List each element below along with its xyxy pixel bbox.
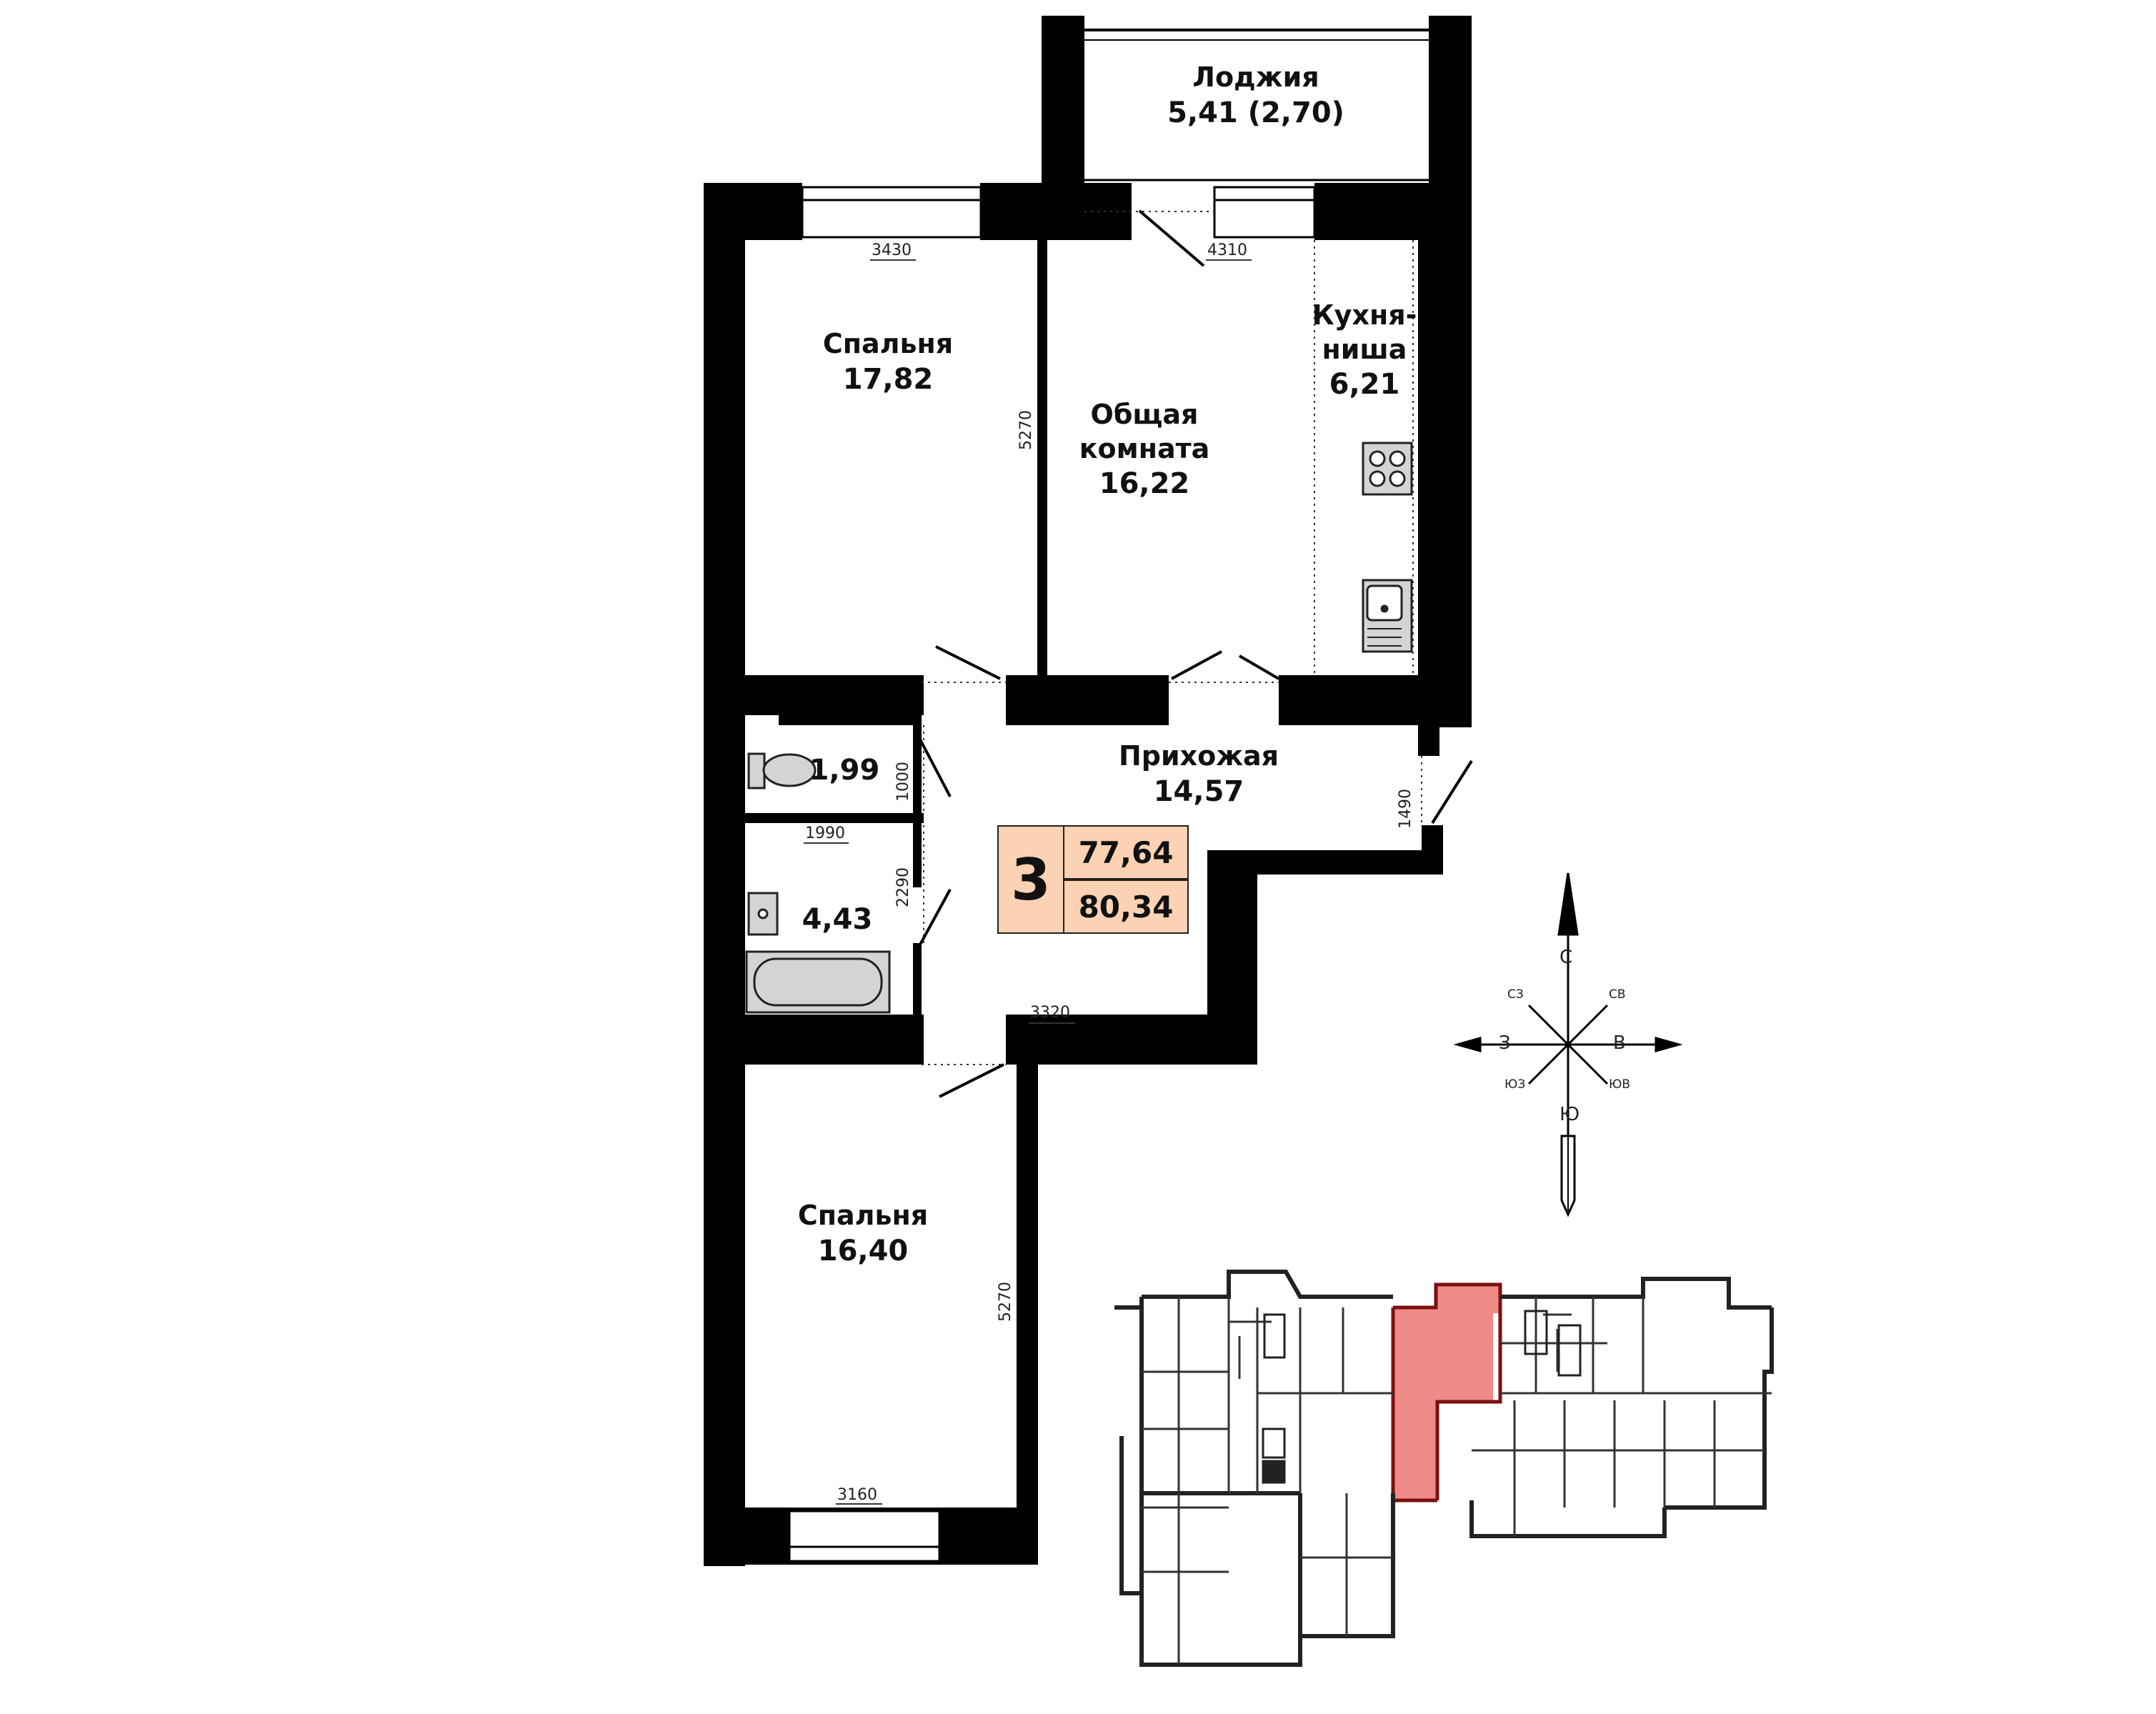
compass-rose <box>1453 872 1683 1217</box>
kitchen-sink-fixture <box>1362 579 1413 653</box>
room-area: 6,21 <box>1329 368 1400 401</box>
compass-sw-label: ЮЗ <box>1504 1077 1526 1092</box>
dim-hall-width: 3320 <box>1030 1004 1070 1022</box>
room-area: 5,41 (2,70) <box>1167 96 1344 129</box>
toilet-fixture <box>747 752 817 789</box>
compass-nw-label: СЗ <box>1507 987 1524 1002</box>
dim-bedroom1-height: 5270 <box>1017 410 1035 450</box>
bedroom-1-label: Спальня 17,82 <box>823 327 953 397</box>
north-arrow <box>1557 872 1579 936</box>
bedroom-2-label: Спальня 16,40 <box>798 1199 928 1269</box>
compass-north-label: С <box>1559 947 1573 968</box>
compass-east-label: В <box>1613 1032 1626 1054</box>
room-area: 1,99 <box>809 754 880 787</box>
building-key-plan <box>1114 1270 1774 1667</box>
compass-ne-label: СВ <box>1609 987 1626 1002</box>
room-area: 4,43 <box>802 903 873 936</box>
room-name-line2: ниша <box>1322 333 1407 365</box>
living-area-value: 77,64 <box>1063 825 1189 880</box>
room-name: Спальня <box>797 1200 929 1231</box>
windows <box>788 29 1429 1563</box>
room-name: Спальня <box>822 328 954 359</box>
bathtub-fixture <box>745 950 891 1014</box>
compass-south-label: Ю <box>1559 1104 1580 1125</box>
sink-fixture <box>747 892 779 936</box>
hallway-label: Прихожая 14,57 <box>1119 739 1279 809</box>
compass-se-label: ЮВ <box>1609 1077 1631 1092</box>
total-area-value: 80,34 <box>1063 880 1189 934</box>
door-swings <box>919 209 1473 1098</box>
room-area: 16,22 <box>1099 467 1190 500</box>
dim-bedroom2-height: 5270 <box>997 1282 1014 1322</box>
room-name: Прихожая <box>1118 740 1279 772</box>
bathroom-label: 4,43 <box>802 902 873 937</box>
stove-fixture <box>1362 442 1413 496</box>
dim-entry-depth: 1490 <box>1397 789 1414 829</box>
dim-wc-depth: 1000 <box>894 762 912 802</box>
dim-bedroom1-width: 3430 <box>872 241 912 259</box>
walls <box>704 16 1472 1566</box>
dim-bedroom2-width: 3160 <box>837 1486 877 1504</box>
dim-wc-width: 1990 <box>805 824 845 842</box>
dim-living-width: 4310 <box>1207 241 1247 259</box>
apartment-summary-badge: 3 77,64 80,34 <box>997 825 1189 934</box>
rooms-count: 3 <box>997 825 1064 934</box>
compass-west-label: З <box>1499 1032 1511 1054</box>
kitchen-niche-label: Кухня- ниша 6,21 <box>1312 299 1417 402</box>
dimension-underlines <box>804 259 1252 1505</box>
living-room-label: Общая комната 16,22 <box>1079 398 1210 502</box>
kitchen-niche-border <box>922 211 1422 1065</box>
room-area: 14,57 <box>1153 774 1244 808</box>
room-name: Лоджия <box>1192 61 1319 93</box>
room-area: 17,82 <box>842 362 934 396</box>
wc-label: 1,99 <box>809 752 880 788</box>
room-name-line2: комната <box>1079 432 1210 464</box>
loggia-label: Лоджия 5,41 (2,70) <box>1167 61 1344 131</box>
room-area: 16,40 <box>817 1234 909 1267</box>
room-name-line1: Общая <box>1090 399 1199 430</box>
room-name-line1: Кухня- <box>1312 299 1417 331</box>
dim-bath-depth: 2290 <box>894 867 912 907</box>
